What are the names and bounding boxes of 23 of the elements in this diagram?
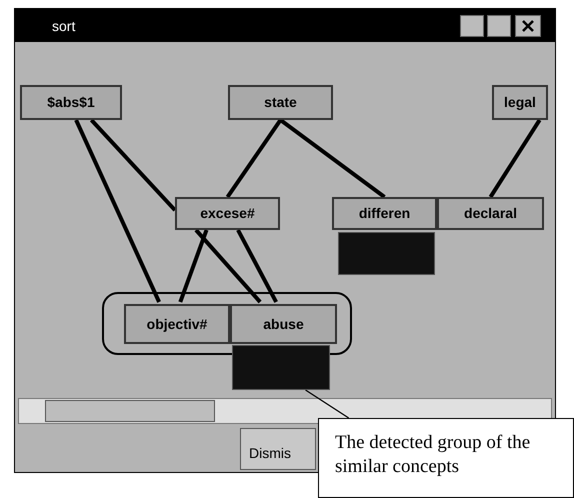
leader-line <box>305 390 350 418</box>
connector-line <box>226 118 282 198</box>
callout-box: The detected group of the similar concepts <box>318 418 574 498</box>
group-outline <box>102 292 352 355</box>
concept-box: objectiv# <box>124 304 230 344</box>
concept-box: abuse <box>230 304 337 344</box>
window-title: sort <box>52 17 76 36</box>
connector-line <box>74 119 161 303</box>
connector-line <box>90 118 176 212</box>
filled-box <box>338 232 435 275</box>
connector-line <box>194 228 262 304</box>
concept-box: differen <box>332 197 437 230</box>
concept-box: legal <box>492 85 548 120</box>
connector-line <box>279 118 386 199</box>
concept-box: declaral <box>437 197 544 230</box>
concept-box: $abs$1 <box>20 85 122 120</box>
filled-box <box>232 345 330 390</box>
concept-box: excese# <box>175 197 280 230</box>
concept-box: state <box>228 85 333 120</box>
dismiss-button: Dismis <box>240 428 316 470</box>
connector-line <box>236 229 278 303</box>
connector-line <box>178 229 208 303</box>
connector-line <box>488 118 542 198</box>
